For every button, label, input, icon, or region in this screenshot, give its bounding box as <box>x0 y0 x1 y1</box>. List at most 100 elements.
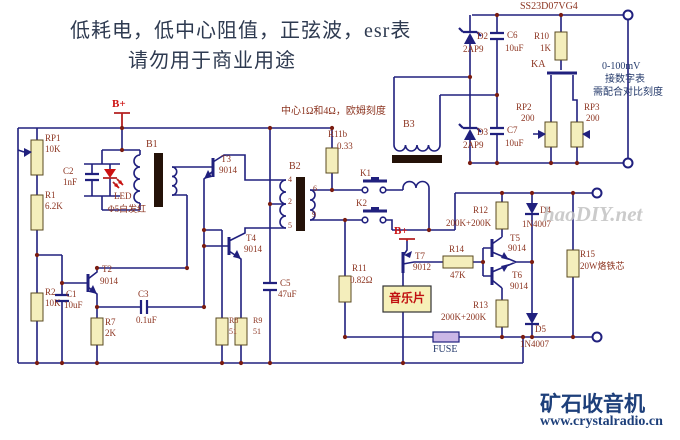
haodiy-watermark: haoDIY.net <box>543 202 643 226</box>
c3-value: 0.1uF <box>136 315 157 325</box>
r9-ref: R9 <box>253 316 263 325</box>
r7-value: 2K <box>105 328 116 338</box>
r11-value: 0.82Ω <box>350 275 373 285</box>
t5-value: 9014 <box>508 243 526 253</box>
t7-emitter-arrow <box>404 251 412 258</box>
r11b-value: 0.33 <box>337 141 353 151</box>
c5-value: 47uF <box>278 289 297 299</box>
rp1-value: 10K <box>45 144 61 154</box>
crystalradio-logo: 矿石收音机 <box>540 392 645 416</box>
k2-contact-left <box>361 216 369 224</box>
t4-emitter-arrow <box>233 250 241 259</box>
r11-body <box>338 275 352 303</box>
r12-ref: R12 <box>473 205 489 215</box>
crystalradio-url: www.crystalradio.cn <box>540 414 663 429</box>
meter-range: 0-100mV <box>602 61 641 72</box>
r13-ref: R13 <box>473 300 489 310</box>
rp2-ref: RP2 <box>516 102 532 112</box>
rp2-body <box>544 121 558 148</box>
rp3-ref: RP3 <box>584 102 600 112</box>
schematic-subtitle: 请勿用于商业用途 <box>128 50 296 72</box>
meter-note-2: 需配合对比刻度 <box>593 87 663 98</box>
r15-ref: R15 <box>580 249 596 259</box>
b1-primary-coil <box>133 154 141 204</box>
k1-ref: K1 <box>360 168 371 178</box>
c6-ref: C6 <box>507 30 518 40</box>
led-symbol <box>103 169 124 189</box>
music-chip-box <box>382 285 432 313</box>
c6-value: 10uF <box>505 43 524 53</box>
t7-ref: T7 <box>415 251 425 261</box>
b1-ref: B1 <box>146 139 158 150</box>
capacitor-plates <box>55 31 504 314</box>
r8-ref: R8 <box>229 316 239 325</box>
meter-note-1: 接数字表 <box>605 74 645 85</box>
led-ref: LED <box>114 191 132 201</box>
b1-core <box>154 153 163 207</box>
d5-ref: D5 <box>535 324 546 334</box>
t6-ref: T6 <box>512 270 522 280</box>
b2-pin-5: 5 <box>288 221 292 230</box>
r14-body <box>442 255 474 269</box>
d4-diode <box>526 203 538 214</box>
rp1-body <box>30 139 44 176</box>
r7-ref: R7 <box>105 317 116 327</box>
diodes <box>458 27 539 326</box>
rp1-wiper-arrow <box>24 148 32 157</box>
c1-value: 10uF <box>64 300 83 310</box>
rp3-wiper-arrow <box>582 130 590 139</box>
t6-emitter-arrow <box>501 264 509 272</box>
r1-body <box>30 194 44 231</box>
r13-value: 200K+200K <box>441 312 487 322</box>
b3-core <box>392 155 442 163</box>
b2-pin-4: 4 <box>288 175 292 184</box>
r2-ref: R2 <box>45 287 56 297</box>
rp3-body <box>570 121 584 148</box>
led-value: Φ5白发红 <box>108 204 147 214</box>
t6-value: 9014 <box>510 281 528 291</box>
r14-ref: R14 <box>449 244 465 254</box>
r8-body <box>215 317 229 346</box>
t2-emitter-arrow <box>89 285 97 294</box>
switch-symbols <box>361 71 577 224</box>
t2-value: 9014 <box>100 276 118 286</box>
c2-value: 1nF <box>63 177 78 187</box>
output-terminals <box>591 9 634 343</box>
t3-emitter-arrow <box>204 170 212 179</box>
b2-pin-6: 6 <box>313 184 317 193</box>
r2-value: 10K <box>45 298 61 308</box>
b1-secondary-coil <box>171 166 178 196</box>
r10-body <box>554 31 568 61</box>
r7-body <box>90 317 104 346</box>
r14-value: 47K <box>450 270 466 280</box>
b2-ref: B2 <box>289 161 301 172</box>
t5-emitter-arrow <box>501 252 509 260</box>
schematic-title: 低耗电，低中心阻值，正弦波，esr表 <box>70 20 412 42</box>
c7-value: 10uF <box>505 138 524 148</box>
d3-value: 2AP9 <box>463 140 484 150</box>
d2-diode <box>464 33 476 44</box>
rp1-ref: RP1 <box>45 133 61 143</box>
d4-value: 1N4007 <box>522 219 551 229</box>
k2-contact-right <box>379 216 387 224</box>
music-chip: 音乐片 <box>389 291 426 305</box>
r15-body <box>566 249 580 278</box>
load-terminal-bottom <box>591 331 603 343</box>
r12-body <box>495 201 509 230</box>
b2-primary-coil <box>279 179 287 229</box>
rp2-value: 200 <box>521 113 535 123</box>
r11b-ref: R11b <box>328 129 348 139</box>
resistor-bodies <box>30 31 584 346</box>
emitter-arrows <box>89 170 509 294</box>
c1-ref: C1 <box>66 289 77 299</box>
r1-ref: R1 <box>45 190 56 200</box>
d2-ref: D2 <box>477 31 488 41</box>
t2-ref: T2 <box>102 264 112 274</box>
r11b-body <box>325 147 339 174</box>
t5-ref: T5 <box>510 233 520 243</box>
fuse-body <box>432 331 460 343</box>
r9-value: 51 <box>253 327 261 336</box>
r2-body <box>30 292 44 322</box>
